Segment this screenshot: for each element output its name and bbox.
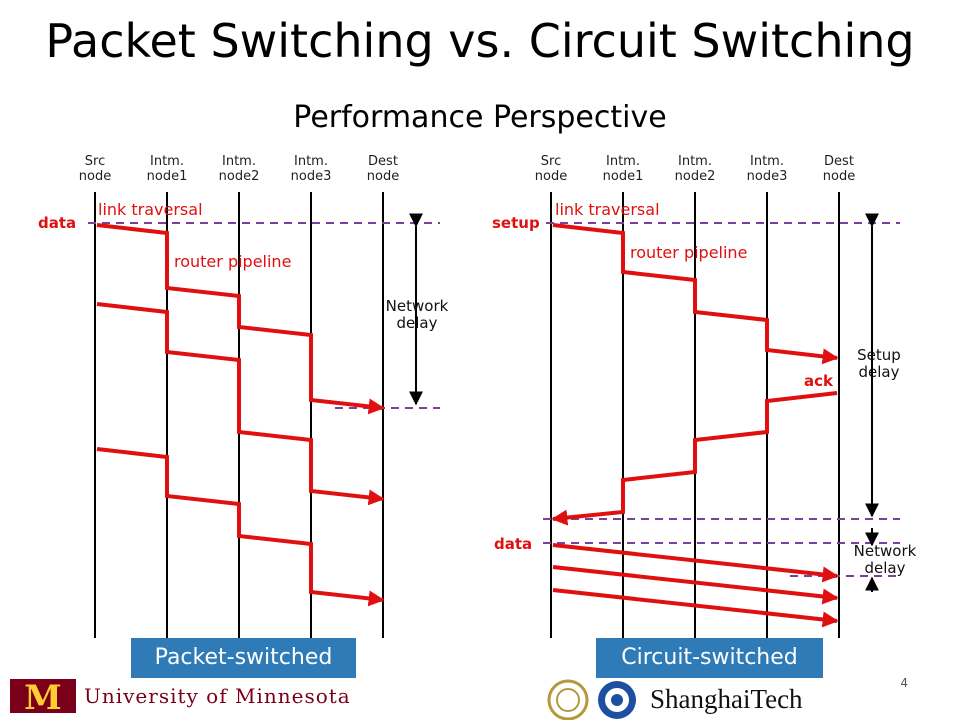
circuit-ack-label: ack xyxy=(804,372,833,390)
slide-subtitle: Performance Perspective xyxy=(293,100,667,135)
shanghaitech-logos xyxy=(547,679,636,720)
packet-2-arrow xyxy=(96,302,385,506)
packet-flit-arrows xyxy=(96,223,385,607)
circuit-setup-delay-label: Setup delay xyxy=(824,347,934,381)
circuit-node-label-src: Src node xyxy=(511,154,591,184)
circuit-node3-line1: Intm. xyxy=(750,154,784,169)
packet-node2-line1: Intm. xyxy=(222,154,256,169)
packet-node-src-line1: Src xyxy=(84,154,106,169)
packet-dashed-lines xyxy=(88,222,440,409)
circuit-node-src-line2: node xyxy=(534,169,568,184)
packet-node2-line2: node2 xyxy=(218,169,260,184)
packet-node3-line2: node3 xyxy=(290,169,332,184)
circuit-ack-arrow xyxy=(551,391,838,526)
packet-network-delay-label: Network delay xyxy=(362,298,472,332)
circuit-data-arrow-2 xyxy=(552,565,839,605)
circuit-node-label-dest: Dest node xyxy=(799,154,879,184)
umn-logo: M xyxy=(10,678,76,718)
circuit-switched-badge: Circuit-switched xyxy=(596,638,823,678)
circuit-arrows xyxy=(551,223,839,628)
packet-node1-line2: node1 xyxy=(146,169,188,184)
packet-node-label-src: Src node xyxy=(55,154,135,184)
circuit-setup-arrow xyxy=(552,223,839,365)
circuit-node-label-node1: Intm. node1 xyxy=(583,154,663,184)
packet-node-src-line2: node xyxy=(78,169,112,184)
circuit-node3-line2: node3 xyxy=(746,169,788,184)
packet-router-pipeline-label: router pipeline xyxy=(174,252,292,271)
packet-node-label-node1: Intm. node1 xyxy=(127,154,207,184)
circuit-node-dest-line1: Dest xyxy=(824,154,854,169)
packet-node-label-node3: Intm. node3 xyxy=(271,154,351,184)
circuit-data-label: data xyxy=(494,535,533,553)
circuit-network-delay-line2: delay xyxy=(864,559,906,577)
packet-network-delay-line2: delay xyxy=(396,314,438,332)
circuit-node-label-node2: Intm. node2 xyxy=(655,154,735,184)
circuit-node-label-node3: Intm. node3 xyxy=(727,154,807,184)
circuit-node-src-line1: Src xyxy=(540,154,562,169)
slide-title: Packet Switching vs. Circuit Switching xyxy=(45,14,915,68)
circuit-node2-line1: Intm. xyxy=(678,154,712,169)
umn-logo-letter: M xyxy=(24,678,62,718)
circuit-node1-line1: Intm. xyxy=(606,154,640,169)
circuit-setup-delay-line2: delay xyxy=(858,363,900,381)
packet-node-dest-line2: node xyxy=(366,169,400,184)
circuit-link-traversal-label: link traversal xyxy=(555,200,660,219)
shanghaitech-name: ShanghaiTech xyxy=(650,684,803,714)
umn-name: University of Minnesota xyxy=(84,684,351,708)
circuit-node1-line2: node1 xyxy=(602,169,644,184)
circuit-data-arrow-1 xyxy=(552,543,839,583)
circuit-network-delay-label: Network delay xyxy=(830,543,940,577)
circuit-node2-line2: node2 xyxy=(674,169,716,184)
packet-link-traversal-label: link traversal xyxy=(98,200,203,219)
circuit-setup-label: setup xyxy=(492,214,540,232)
packet-node-dest-line1: Dest xyxy=(368,154,398,169)
packet-1-arrow xyxy=(96,223,385,415)
packet-node-label-dest: Dest node xyxy=(343,154,423,184)
packet-network-delay-line1: Network xyxy=(385,297,449,315)
circuit-data-arrow-3 xyxy=(552,588,839,628)
packet-3-arrow xyxy=(96,447,385,607)
packet-node-label-node2: Intm. node2 xyxy=(199,154,279,184)
packet-node3-line1: Intm. xyxy=(294,154,328,169)
packet-switched-badge: Packet-switched xyxy=(131,638,356,678)
packet-node1-line1: Intm. xyxy=(150,154,184,169)
page-number: 4 xyxy=(900,676,908,690)
circuit-network-delay-line1: Network xyxy=(853,542,917,560)
circuit-router-pipeline-label: router pipeline xyxy=(630,243,748,262)
circuit-dashed-lines xyxy=(543,222,900,577)
packet-data-label: data xyxy=(38,214,77,232)
circuit-node-dest-line2: node xyxy=(822,169,856,184)
circuit-setup-delay-line1: Setup xyxy=(857,346,901,364)
